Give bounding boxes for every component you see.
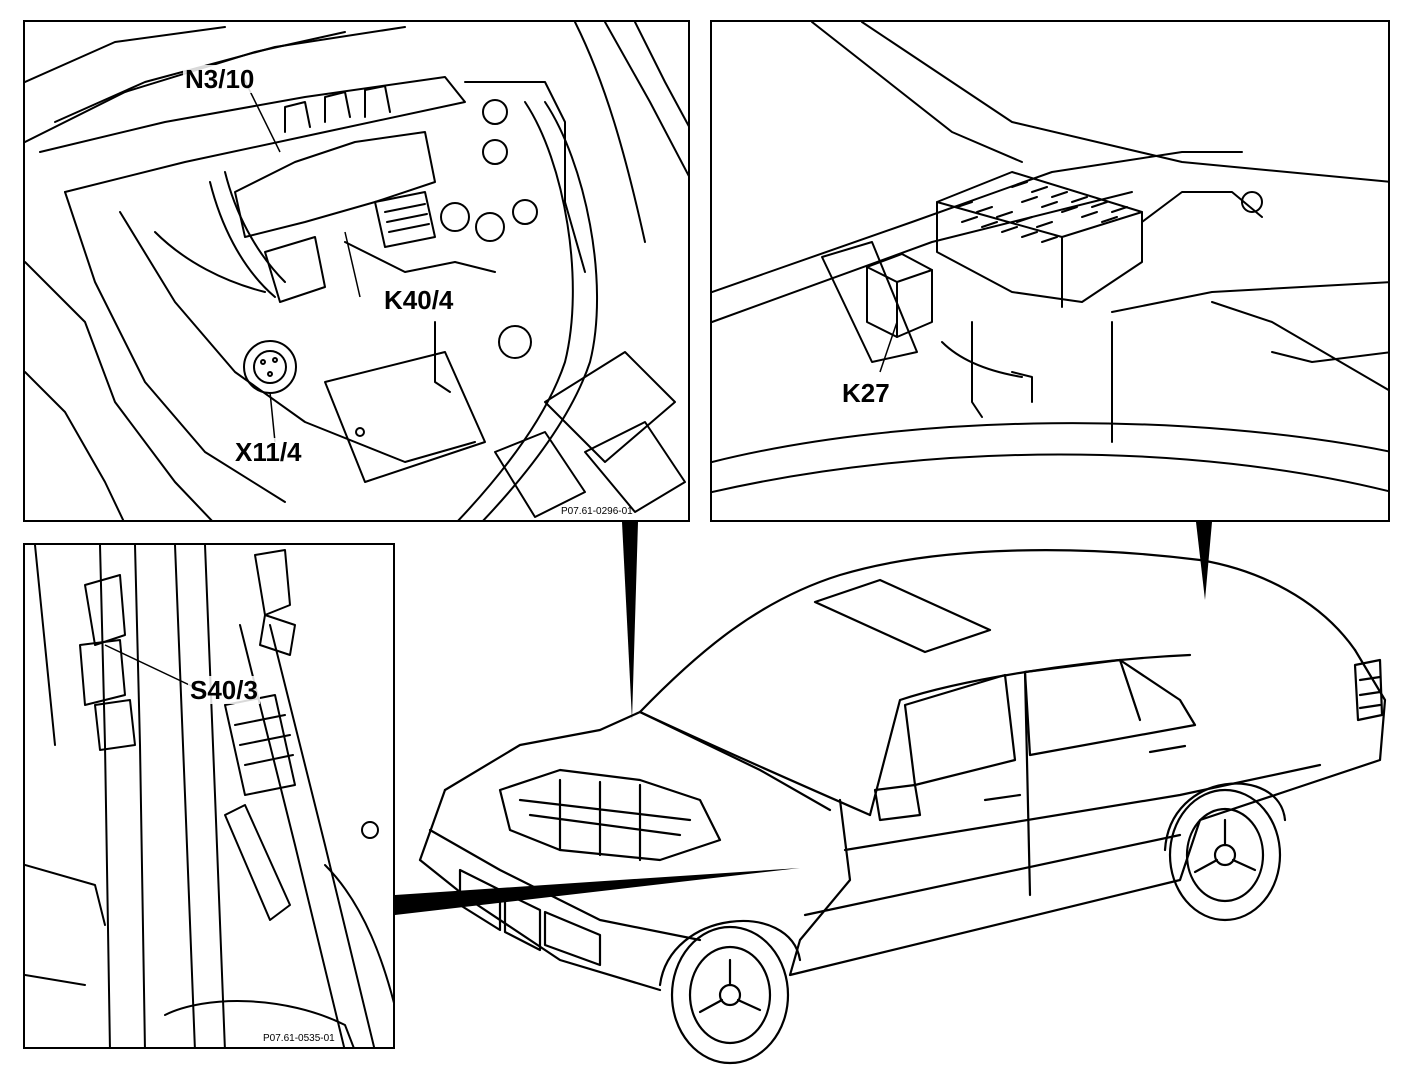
callout-k27: K27 (840, 378, 892, 408)
car-front-wheel (670, 925, 790, 1065)
pointer-engine-panel (622, 522, 638, 720)
pointer-switch-panel (395, 868, 800, 915)
figure-ref-engine: P07.61-0296-01 (561, 506, 633, 517)
car-hood (443, 710, 832, 812)
pointer-fusebox-panel (1196, 522, 1212, 600)
fusebox-panel: K27 (710, 20, 1390, 522)
callout-n3-10: N3/10 (183, 64, 257, 94)
car-rear-wheel (1168, 788, 1282, 922)
car-sunroof (813, 578, 992, 654)
car-rear-window (1023, 658, 1197, 757)
switch-panel: S40/3 P07.61-0535-01 (23, 543, 395, 1049)
callout-k40-4: K40/4 (382, 285, 456, 315)
relay-k27-shape (866, 253, 933, 338)
car-roof (638, 549, 1357, 714)
callout-s40-3: S40/3 (188, 675, 260, 705)
switch-drawing (25, 545, 393, 1047)
callout-x11-4: X11/4 (233, 437, 304, 467)
figure-ref-switch: P07.61-0535-01 (263, 1033, 335, 1044)
engine-compartment-panel: N3/10 K40/4 X11/4 P07.61-0296-01 (23, 20, 690, 522)
engine-compartment-drawing (25, 22, 688, 520)
fusebox-body (936, 171, 1143, 303)
car-mirror (873, 783, 922, 822)
switch-s40-3-shape (84, 574, 126, 646)
car-front-window (903, 673, 1017, 787)
fusebox-drawing (712, 22, 1388, 493)
car-engine (498, 768, 722, 862)
